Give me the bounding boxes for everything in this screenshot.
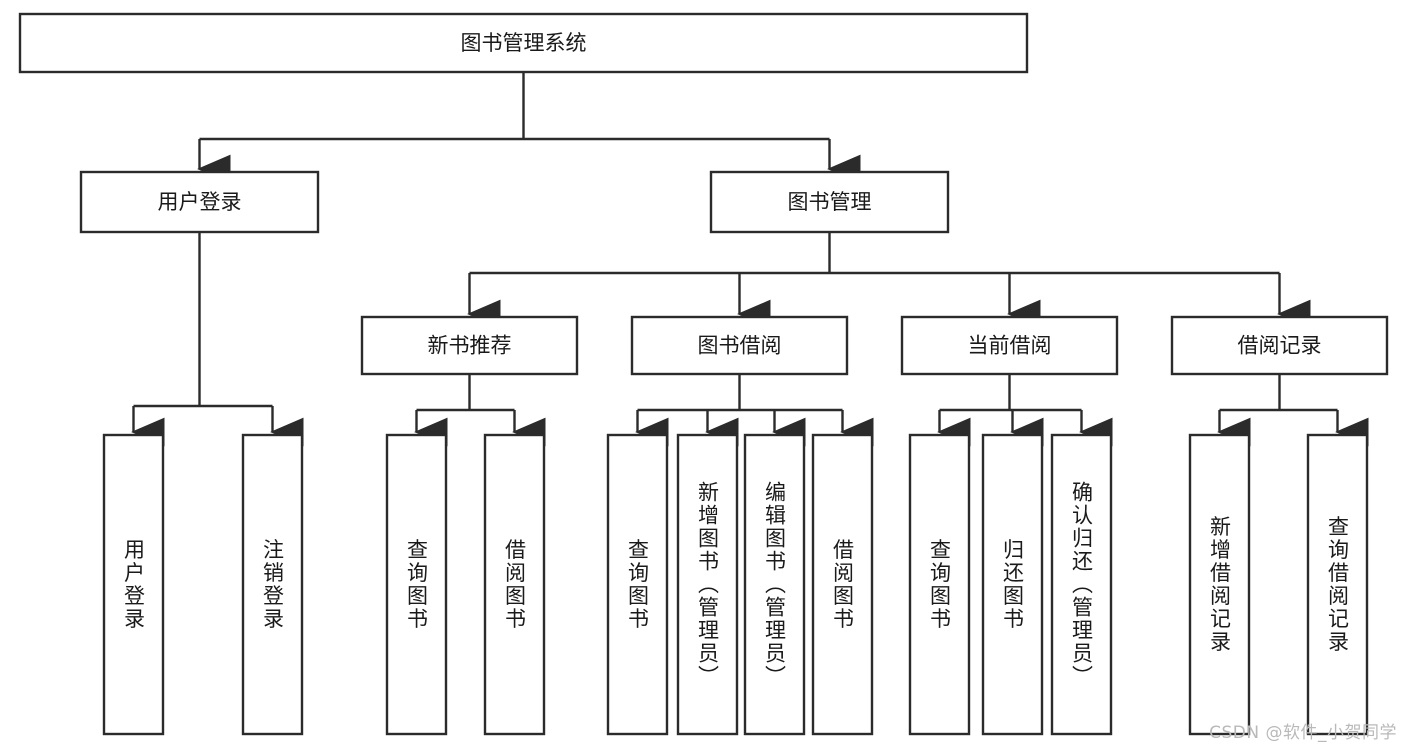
- node-box[interactable]: [908, 433, 971, 736]
- node-label: 新增图书（管理员）: [696, 481, 720, 688]
- leaf-node-新增图书管理员[interactable]: 新增图书（管理员）: [676, 433, 739, 736]
- leaf-node-借阅图书[interactable]: 借阅图书: [483, 433, 546, 736]
- leaf-node-查询图书[interactable]: 查询图书: [908, 433, 971, 736]
- node-label: 查询图书: [405, 539, 429, 631]
- node-label: 用户登录: [122, 539, 146, 631]
- node-label: 图书管理系统: [461, 31, 587, 55]
- node-label: 借阅记录: [1238, 334, 1322, 358]
- leaf-node-借阅图书[interactable]: 借阅图书: [811, 433, 874, 736]
- node-box[interactable]: [102, 433, 165, 736]
- node-label: 新书推荐: [428, 334, 512, 358]
- node-label: 查询图书: [928, 539, 952, 631]
- leaf-node-注销登录[interactable]: 注销登录: [241, 433, 304, 736]
- node-box[interactable]: [981, 433, 1044, 736]
- node-label: 归还图书: [1001, 539, 1025, 631]
- nodes-layer: 图书管理系统用户登录图书管理新书推荐图书借阅当前借阅借阅记录用户登录注销登录查询…: [18, 12, 1389, 736]
- node-box[interactable]: [630, 315, 849, 376]
- node-label: 借阅图书: [503, 539, 527, 631]
- leaf-node-归还图书[interactable]: 归还图书: [981, 433, 1044, 736]
- leaf-node-查询图书[interactable]: 查询图书: [606, 433, 669, 736]
- node-box[interactable]: [811, 433, 874, 736]
- node-label: 确认归还（管理员）: [1070, 481, 1094, 688]
- node-label: 当前借阅: [968, 334, 1052, 358]
- level3-node-图书借阅[interactable]: 图书借阅: [630, 315, 849, 376]
- leaf-node-确认归还管理员[interactable]: 确认归还（管理员）: [1050, 433, 1113, 736]
- leaf-node-编辑图书管理员[interactable]: 编辑图书（管理员）: [743, 433, 806, 736]
- connectors-layer: [131, 72, 1369, 447]
- node-box[interactable]: [1306, 433, 1369, 736]
- node-box[interactable]: [79, 170, 320, 234]
- node-box[interactable]: [743, 433, 806, 736]
- node-box[interactable]: [483, 433, 546, 736]
- node-box[interactable]: [1170, 315, 1389, 376]
- leaf-node-用户登录[interactable]: 用户登录: [102, 433, 165, 736]
- node-box[interactable]: [900, 315, 1119, 376]
- node-label: 图书借阅: [698, 334, 782, 358]
- node-label: 查询借阅记录: [1326, 516, 1350, 654]
- root-node-图书管理系统[interactable]: 图书管理系统: [18, 12, 1029, 74]
- node-label: 图书管理: [788, 190, 872, 214]
- node-label: 注销登录: [261, 539, 285, 631]
- node-label: 新增借阅记录: [1208, 516, 1232, 654]
- node-box[interactable]: [360, 315, 579, 376]
- leaf-node-新增借阅记录[interactable]: 新增借阅记录: [1188, 433, 1251, 736]
- level3-node-借阅记录[interactable]: 借阅记录: [1170, 315, 1389, 376]
- node-box[interactable]: [241, 433, 304, 736]
- csdn-watermark: CSDN @软件_小贺同学: [1209, 723, 1397, 743]
- level2-node-用户登录[interactable]: 用户登录: [79, 170, 320, 234]
- leaf-node-查询借阅记录[interactable]: 查询借阅记录: [1306, 433, 1369, 736]
- node-label: 编辑图书（管理员）: [763, 481, 787, 688]
- node-label: 借阅图书: [831, 539, 855, 631]
- node-box[interactable]: [18, 12, 1029, 74]
- node-label: 查询图书: [626, 539, 650, 631]
- node-box[interactable]: [676, 433, 739, 736]
- level3-node-当前借阅[interactable]: 当前借阅: [900, 315, 1119, 376]
- node-box[interactable]: [1050, 433, 1113, 736]
- level2-node-图书管理[interactable]: 图书管理: [709, 170, 950, 234]
- node-box[interactable]: [709, 170, 950, 234]
- node-box[interactable]: [385, 433, 448, 736]
- node-label: 用户登录: [158, 190, 242, 214]
- node-box[interactable]: [606, 433, 669, 736]
- level3-node-新书推荐[interactable]: 新书推荐: [360, 315, 579, 376]
- leaf-node-查询图书[interactable]: 查询图书: [385, 433, 448, 736]
- node-box[interactable]: [1188, 433, 1251, 736]
